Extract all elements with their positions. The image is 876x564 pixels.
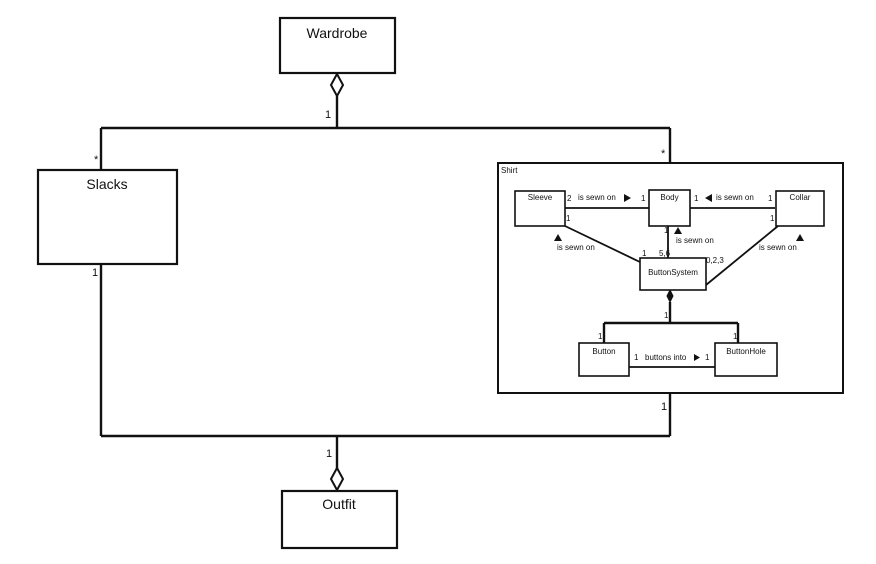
button-box xyxy=(578,342,630,377)
assoc-sleeve-body-arrow xyxy=(624,194,631,202)
mult-buttonhole-top: 1 xyxy=(733,332,738,341)
mult-collar-left: 1 xyxy=(768,194,773,203)
class-wardrobe[interactable]: Wardrobe xyxy=(278,16,397,75)
class-buttonhole[interactable]: ButtonHole xyxy=(714,342,778,377)
wardrobe-box xyxy=(278,16,397,75)
assoc-sleeve-body: is sewn on xyxy=(578,193,616,202)
mult-shirt-bottom: 1 xyxy=(661,401,667,413)
mult-bs-right: 0,2,3 xyxy=(706,256,724,265)
outer-connectors xyxy=(99,96,672,470)
sleeve-label: Sleeve xyxy=(528,193,553,202)
collar-label: Collar xyxy=(790,193,811,202)
shirt-frame-box xyxy=(497,162,844,394)
mult-shirt-top: * xyxy=(661,148,666,160)
mult-bs-left: 1 xyxy=(642,249,647,258)
shirt-label: Shirt xyxy=(501,166,518,175)
class-collar[interactable]: Collar xyxy=(775,190,825,227)
mult-button-right: 1 xyxy=(634,353,639,362)
assoc-button-buttonhole: buttons into xyxy=(645,353,687,362)
class-slacks[interactable]: Slacks xyxy=(36,168,179,266)
buttonhole-label: ButtonHole xyxy=(726,347,766,356)
mult-button-top: 1 xyxy=(598,332,603,341)
collar-buttonsystem-line xyxy=(705,225,779,286)
assoc-collar-buttonsystem: is sewn on xyxy=(759,243,797,252)
button-label: Button xyxy=(592,347,615,356)
outfit-aggregation-diamond xyxy=(329,465,345,493)
assoc-collar-body: is sewn on xyxy=(716,193,754,202)
class-button[interactable]: Button xyxy=(578,342,630,377)
mult-slacks-bottom: 1 xyxy=(92,267,98,279)
outfit-box xyxy=(280,489,399,550)
mult-slacks-top: * xyxy=(94,154,99,166)
class-outfit[interactable]: Outfit xyxy=(280,489,399,550)
mult-buttonhole-left: 1 xyxy=(705,353,710,362)
outfit-label: Outfit xyxy=(322,496,356,512)
buttonsystem-box xyxy=(639,257,707,291)
assoc-collar-buttonsystem-arrow xyxy=(796,234,804,241)
mult-wardrobe: 1 xyxy=(325,109,331,121)
buttonsystem-composition-diamond xyxy=(666,288,674,304)
body-box xyxy=(648,189,691,227)
class-body[interactable]: Body xyxy=(648,189,691,227)
class-buttonsystem[interactable]: ButtonSystem xyxy=(639,257,707,291)
buttonhole-box xyxy=(714,342,778,377)
mult-body-right: 1 xyxy=(694,194,699,203)
class-sleeve[interactable]: Sleeve xyxy=(514,190,566,227)
mult-collar-bottom: 1 xyxy=(770,214,775,223)
collar-box xyxy=(775,190,825,227)
mult-sleeve-right: 2 xyxy=(567,194,572,203)
shirt-inner-connectors xyxy=(564,207,779,368)
assoc-sleeve-buttonsystem-arrow xyxy=(554,234,562,241)
slacks-box xyxy=(36,168,179,266)
wardrobe-aggregation-diamond xyxy=(329,71,345,99)
mult-body-left: 1 xyxy=(641,194,646,203)
mult-bs-bottom: 1 xyxy=(664,311,669,320)
slacks-label: Slacks xyxy=(86,176,127,192)
wardrobe-label: Wardrobe xyxy=(307,25,368,41)
assoc-body-buttonsystem: is sewn on xyxy=(676,236,714,245)
mult-bs-top: 5,6 xyxy=(659,249,671,258)
sleeve-box xyxy=(514,190,566,227)
assoc-body-buttonsystem-arrow xyxy=(674,227,682,234)
buttonsystem-label: ButtonSystem xyxy=(648,268,698,277)
assoc-sleeve-buttonsystem: is sewn on xyxy=(557,243,595,252)
assoc-button-buttonhole-arrow xyxy=(694,354,700,361)
mult-body-bottom: 1 xyxy=(664,226,669,235)
shirt-frame[interactable]: Shirt xyxy=(497,162,844,394)
body-label: Body xyxy=(660,193,678,202)
sleeve-buttonsystem-line xyxy=(564,225,641,263)
assoc-collar-body-arrow xyxy=(705,194,712,202)
mult-outfit: 1 xyxy=(326,448,332,460)
mult-sleeve-bottom: 1 xyxy=(566,214,571,223)
